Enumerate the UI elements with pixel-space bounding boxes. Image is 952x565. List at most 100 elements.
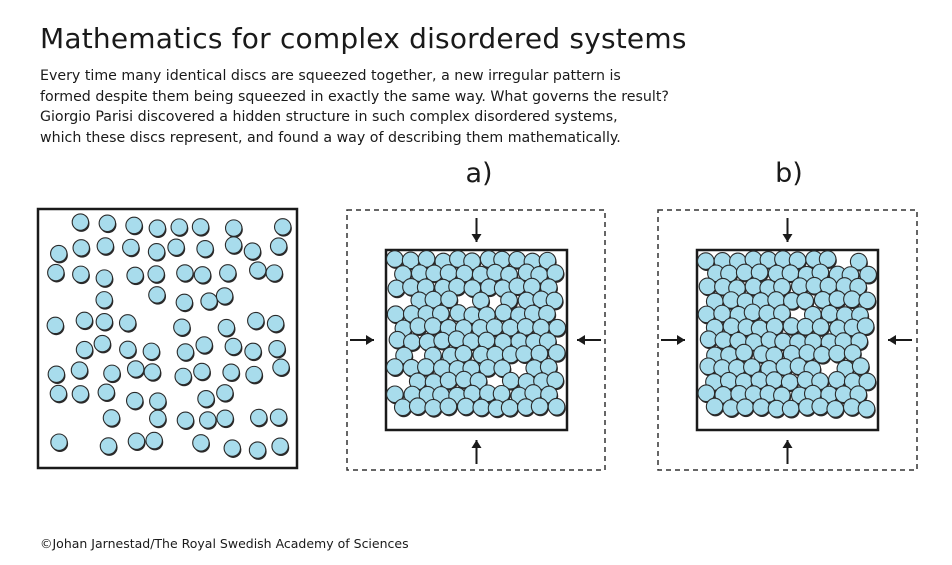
disc <box>386 385 405 405</box>
arrow-icon <box>782 440 793 464</box>
disc <box>268 339 287 359</box>
disc <box>176 411 195 431</box>
loose-discs <box>46 213 292 460</box>
disc <box>148 219 167 238</box>
disc <box>125 216 144 236</box>
disc <box>548 318 567 338</box>
disc <box>744 277 763 297</box>
disc <box>127 432 146 452</box>
disc <box>245 365 264 385</box>
disc <box>858 291 877 311</box>
disc <box>75 311 94 331</box>
disc <box>424 317 443 336</box>
disc <box>244 342 263 362</box>
disc <box>545 291 564 311</box>
disc <box>197 389 216 409</box>
disc <box>174 367 193 387</box>
disc <box>737 318 756 338</box>
disc <box>805 276 824 296</box>
disc <box>126 266 145 286</box>
disc <box>388 330 407 350</box>
disc <box>385 250 405 269</box>
disc <box>486 263 505 283</box>
disc <box>547 343 567 363</box>
disc <box>698 277 717 297</box>
page-title: Mathematics for complex disordered syste… <box>40 22 687 55</box>
arrow-icon <box>471 218 482 242</box>
disc <box>216 409 235 429</box>
panel-label-a: a) <box>465 158 493 189</box>
disc <box>479 384 498 404</box>
disc <box>851 357 870 377</box>
disc <box>547 397 566 417</box>
description-line: which these discs represent, and found a… <box>40 129 621 146</box>
disc <box>447 330 466 350</box>
disc <box>249 261 267 280</box>
disc <box>145 431 164 451</box>
disc <box>193 266 212 285</box>
disc <box>147 243 166 262</box>
description: Every time many identical discs are sque… <box>40 66 720 148</box>
disc <box>424 398 443 418</box>
disc <box>494 303 513 323</box>
disc <box>705 397 724 417</box>
squeeze-arrows-b <box>661 218 912 464</box>
disc <box>222 363 241 383</box>
disc <box>72 265 90 285</box>
disc <box>148 409 167 429</box>
description-line: formed despite them being squeezed in ex… <box>40 88 669 105</box>
disc <box>699 357 718 377</box>
disc <box>273 218 292 237</box>
disc <box>439 371 458 391</box>
disc <box>93 334 112 354</box>
disc <box>148 286 167 305</box>
disc <box>176 264 194 283</box>
disc <box>269 237 288 256</box>
disc <box>70 361 89 380</box>
disc <box>247 311 265 331</box>
disc <box>271 437 290 457</box>
disc <box>828 290 847 310</box>
arrow-icon <box>782 218 793 242</box>
disc <box>385 358 405 377</box>
disc <box>796 317 815 337</box>
disc <box>173 318 191 338</box>
disc <box>857 399 876 419</box>
arrow-icon <box>350 335 374 345</box>
disc <box>828 344 847 364</box>
disc <box>192 434 211 453</box>
disc <box>449 250 468 269</box>
disc <box>408 397 427 417</box>
disc <box>515 345 534 365</box>
disc <box>454 344 473 364</box>
disc <box>126 360 145 379</box>
arrow-icon <box>471 440 482 464</box>
disc <box>456 397 475 417</box>
squeezed-panel-a <box>346 209 606 471</box>
disc <box>193 362 211 382</box>
disc <box>530 397 549 417</box>
disc <box>243 242 262 261</box>
disc <box>463 306 482 326</box>
disc <box>217 318 236 338</box>
disc <box>224 337 243 357</box>
disc <box>743 303 762 323</box>
disc <box>811 397 830 417</box>
disc <box>147 265 166 284</box>
disc <box>720 264 739 284</box>
disc <box>176 343 195 362</box>
disc <box>266 314 285 334</box>
disc <box>752 398 771 417</box>
arrow-icon <box>577 335 601 345</box>
disc <box>508 277 527 297</box>
disc <box>125 391 144 411</box>
disc <box>269 408 288 428</box>
disc <box>98 214 117 234</box>
disc <box>223 439 242 458</box>
disc <box>103 364 122 384</box>
disc <box>859 265 878 285</box>
disc <box>97 383 116 403</box>
disc <box>249 408 268 428</box>
squeeze-arrows-a <box>350 218 601 464</box>
